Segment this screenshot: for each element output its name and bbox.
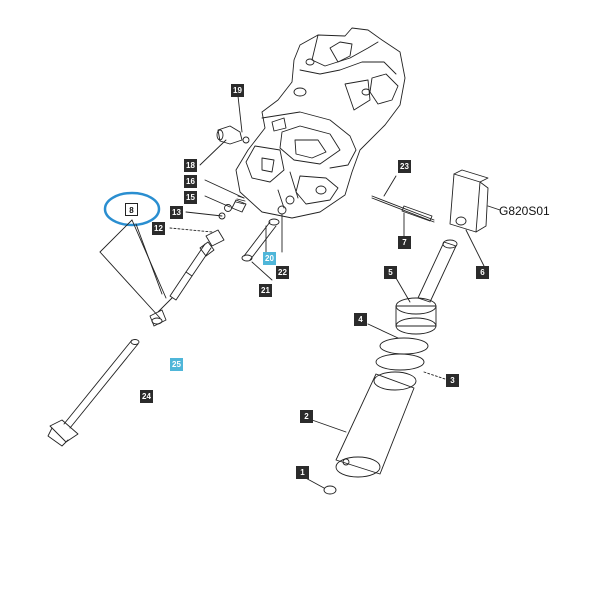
bolts-20-21-22 [241, 171, 299, 281]
callout-2: 2 [300, 410, 313, 423]
shaft-24 [47, 339, 140, 447]
callout-1: 1 [296, 466, 309, 479]
callout-24: 24 [140, 390, 153, 403]
callout-23: 23 [398, 160, 411, 173]
callout-5: 5 [384, 266, 397, 279]
callout-15: 15 [184, 191, 197, 204]
ring-3 [375, 353, 425, 371]
callout-12: 12 [152, 222, 165, 235]
callout-16: 16 [184, 175, 197, 188]
valve-stem [149, 229, 225, 327]
cylinder-2 [311, 371, 417, 478]
callout-25: 25 [170, 358, 183, 371]
rod-23-7 [371, 175, 435, 237]
piston-rod [367, 239, 458, 339]
callout-6: 6 [476, 266, 489, 279]
callout-13: 13 [170, 206, 183, 219]
callout-19: 19 [231, 84, 244, 97]
callout-7: 7 [398, 236, 411, 249]
callout-8: 8 [125, 203, 138, 216]
valve-small-parts [169, 179, 247, 233]
ring-4 [379, 337, 429, 355]
fitting-18-19 [199, 95, 250, 166]
highlight-ring [103, 191, 161, 227]
callout-22: 22 [276, 266, 289, 279]
callout-21: 21 [259, 284, 272, 297]
callout-18: 18 [184, 159, 197, 172]
callout-4: 4 [354, 313, 367, 326]
callout-20: 20 [263, 252, 276, 265]
callout-3: 3 [446, 374, 459, 387]
lift-housing [235, 27, 406, 219]
figure-code: G820S01 [499, 204, 550, 218]
block-6 [449, 169, 501, 267]
